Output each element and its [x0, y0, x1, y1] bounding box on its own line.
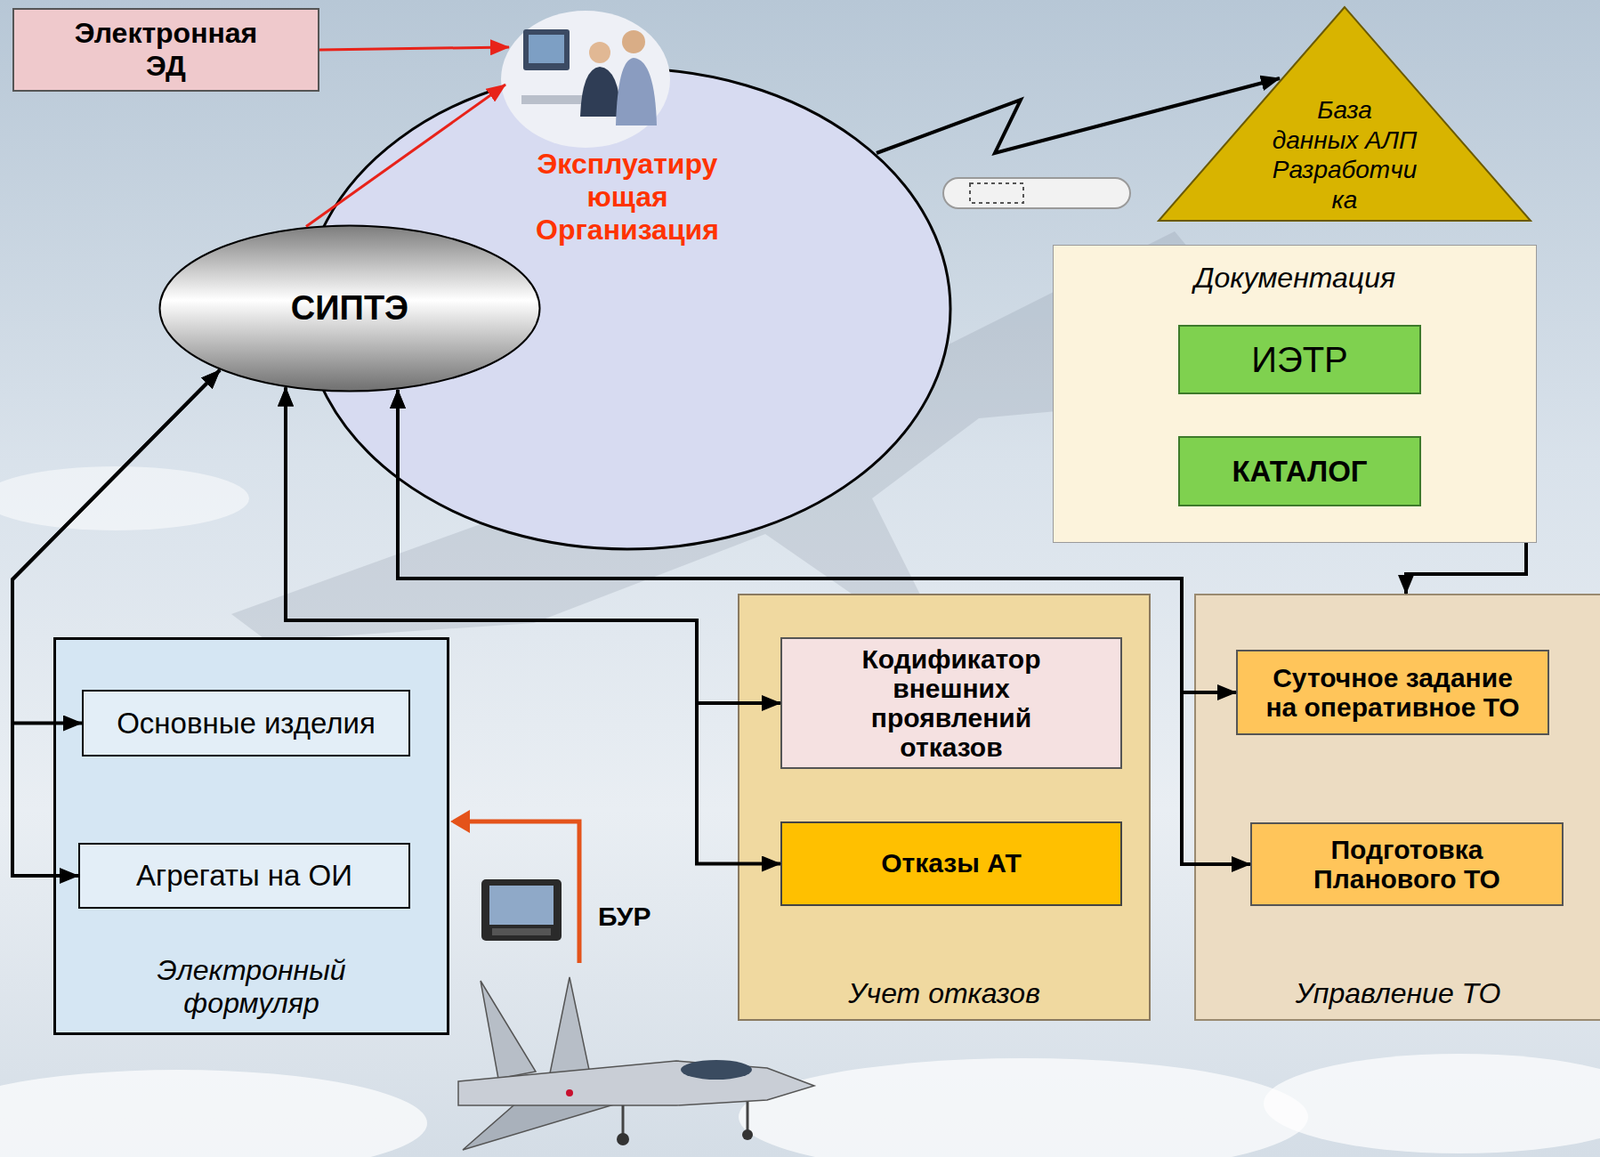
process-box: КАТАЛОГ: [1178, 436, 1422, 507]
connector-arrow: [319, 47, 510, 50]
monitor-screen: [528, 34, 565, 64]
panel-heading: Документация: [1107, 261, 1482, 295]
triangle-outline: [1158, 7, 1531, 221]
system-ellipse: СИПТЭ: [158, 224, 542, 393]
box-label: ИЭТР: [1251, 339, 1349, 380]
process-box: ИЭТР: [1178, 324, 1422, 395]
device-label: БУР: [597, 901, 652, 932]
connector-arrow: [876, 78, 1280, 154]
group-panel: Управление ТО Суточное задание на операти…: [1194, 593, 1600, 1021]
process-box: Подготовка Планового ТО: [1250, 822, 1564, 906]
fighter-wheel: [742, 1129, 753, 1140]
box-label: Электронная ЭД: [59, 16, 274, 83]
process-box: Кодификатор внешних проявлений отказов: [780, 637, 1123, 769]
process-box: Агрегаты на ОИ: [78, 842, 411, 909]
tablet-keys: [492, 928, 551, 936]
person-body: [615, 57, 657, 126]
cloud: [0, 1069, 428, 1157]
missile: [943, 177, 1131, 209]
label-slot: БУР: [597, 901, 652, 932]
panel-heading: Управление ТО: [1211, 977, 1585, 1011]
connector-arrow: [1406, 542, 1527, 594]
person-body: [580, 66, 622, 117]
cloud: [0, 466, 250, 531]
fighter-tail: [549, 977, 590, 1074]
ellipse-outline: [160, 226, 541, 392]
triangle-label: База данных АЛП Разработчи ка: [1272, 95, 1418, 215]
fighter-canopy: [680, 1059, 752, 1080]
fighter-wheel: [616, 1132, 630, 1146]
database-triangle: База данных АЛП Разработчи ка: [1156, 5, 1533, 223]
process-box: Отказы АТ: [780, 821, 1123, 906]
box-label: Отказы АТ: [880, 848, 1021, 880]
document-box: Электронная ЭД: [12, 8, 320, 92]
fighter-gear: [622, 1105, 625, 1135]
box-label: Кодификатор внешних проявлений отказов: [833, 644, 1070, 762]
group-panel: ДокументацияИЭТР КАТАЛОГ: [1052, 244, 1537, 543]
fighter-star: [565, 1089, 574, 1097]
fighter-gear: [746, 1101, 750, 1131]
cloud: [738, 1058, 1309, 1157]
process-box: Основные изделия: [81, 689, 411, 757]
panel-heading: Электронный формуляр: [127, 953, 377, 1020]
ellipse-label: СИПТЭ: [290, 289, 409, 329]
tablet-screen: [489, 885, 554, 925]
missile-stripes: [969, 183, 1024, 203]
box-label: Агрегаты на ОИ: [136, 858, 353, 893]
panel-heading: Учет отказов: [757, 977, 1132, 1011]
fighter-tail: [480, 980, 536, 1079]
fighter-fuselage: [458, 1060, 815, 1106]
download-arrow: [466, 821, 580, 963]
download-arrowhead: [450, 809, 470, 833]
person-head: [622, 30, 646, 54]
cloud: [1263, 1053, 1600, 1154]
ellipse-label: Эксплуатиру ющая Организация: [507, 147, 748, 246]
box-label: КАТАЛОГ: [1231, 454, 1367, 489]
group-panel: Электронный формуляр Основные изделияАгре…: [53, 637, 450, 1035]
box-label: Суточное задание на оперативное ТО: [1263, 662, 1522, 722]
monitor: [523, 29, 570, 71]
process-box: Суточное задание на оперативное ТО: [1236, 649, 1550, 736]
photo-ground: [501, 10, 671, 148]
box-label: Подготовка Планового ТО: [1273, 834, 1541, 894]
person-head: [589, 41, 611, 64]
group-panel: Учет отказов Кодификатор внешних проявлен…: [737, 593, 1151, 1021]
tablet-body: [481, 879, 562, 941]
box-label: Основные изделия: [116, 706, 376, 741]
